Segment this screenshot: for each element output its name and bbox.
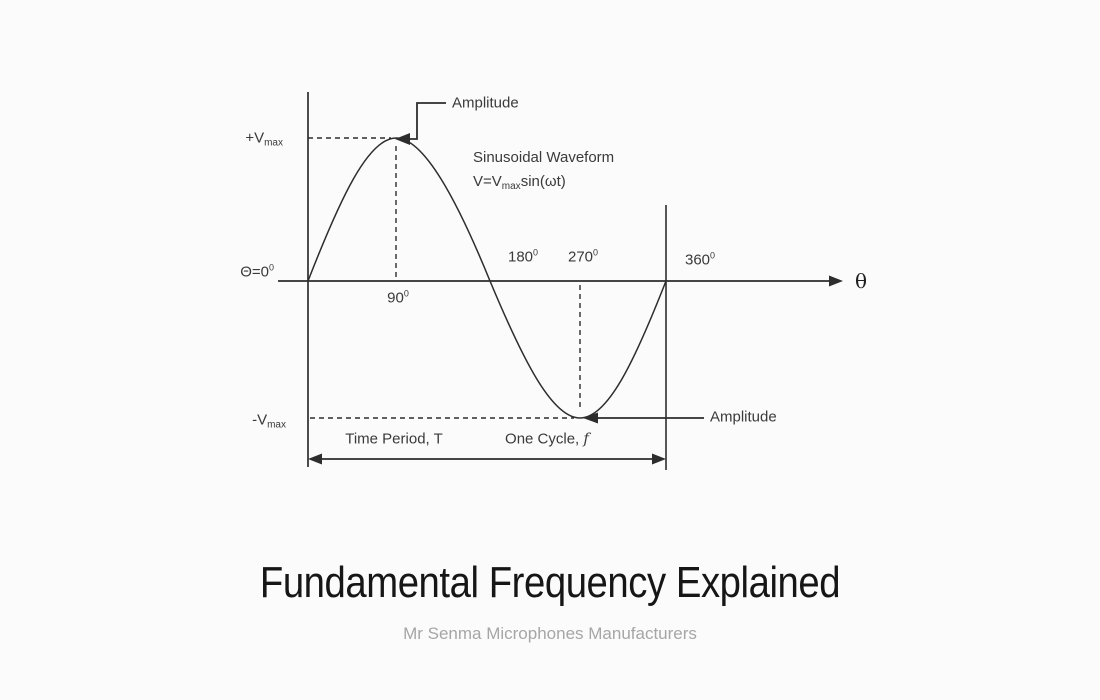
- one-cycle-label: One Cycle, f: [505, 429, 589, 448]
- page-title: Fundamental Frequency Explained: [259, 558, 841, 607]
- formula-base: V=V: [473, 173, 502, 190]
- trough-amplitude-label: Amplitude: [710, 408, 777, 426]
- vmax-negative-label: -Vmax: [252, 411, 286, 431]
- time-period-label: Time Period, T: [345, 430, 443, 448]
- period-arrow-right-head: [652, 453, 666, 465]
- trough-callout-arrowhead: [583, 412, 598, 424]
- tick-360-base: 360: [684, 251, 711, 269]
- tick-270-base: 270: [567, 248, 594, 266]
- vmax-positive-label: +Vmax: [245, 129, 283, 149]
- tick-270-superscript: 0: [593, 247, 599, 258]
- tick-90-superscript: 0: [403, 288, 409, 299]
- origin-label: Θ=00: [240, 262, 274, 281]
- period-arrow-left-head: [308, 453, 322, 465]
- peak-callout-arrowhead: [395, 133, 410, 145]
- peak-callout-line: [410, 102, 446, 140]
- one-cycle-base: One Cycle,: [505, 430, 584, 448]
- vmax-negative-base: -V: [252, 411, 268, 429]
- tick-180: 1800: [507, 247, 539, 266]
- waveform-annotation-line1: Sinusoidal Waveform: [473, 149, 615, 166]
- peak-amplitude-label: Amplitude: [452, 94, 519, 112]
- tick-180-base: 180: [507, 248, 534, 266]
- one-cycle-f: f: [583, 429, 589, 448]
- formula-rest: sin(ωt): [520, 173, 566, 190]
- sine-curve: [307, 137, 667, 419]
- theta-axis-label: θ: [855, 269, 868, 293]
- tick-360: 3600: [684, 250, 716, 269]
- tick-180-superscript: 0: [533, 247, 539, 258]
- vmax-positive-subscript: max: [264, 137, 283, 149]
- vmax-positive-base: +V: [245, 129, 265, 147]
- origin-base: Θ=0: [240, 263, 269, 281]
- waveform-annotation: Sinusoidal Waveform V=Vmaxsin(ωt): [473, 146, 614, 196]
- origin-superscript: 0: [268, 262, 274, 273]
- page-subtitle: Mr Senma Microphones Manufacturers: [403, 624, 697, 643]
- waveform-formula: V=Vmaxsin(ωt): [473, 170, 614, 196]
- vmax-negative-subscript: max: [267, 419, 286, 431]
- tick-270: 2700: [567, 247, 599, 266]
- formula-subscript: max: [501, 181, 521, 192]
- tick-90: 900: [387, 288, 409, 307]
- x-axis-arrowhead: [829, 275, 843, 287]
- tick-90-base: 90: [387, 289, 404, 307]
- tick-360-superscript: 0: [710, 250, 716, 261]
